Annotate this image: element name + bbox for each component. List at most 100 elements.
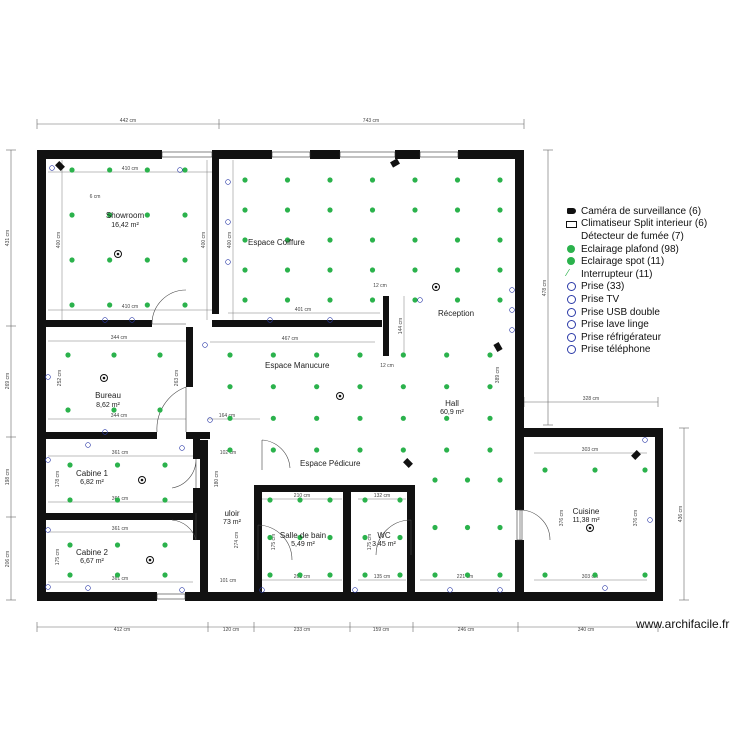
ceiling-light-icon bbox=[227, 352, 233, 358]
ceiling-light-icon bbox=[111, 352, 117, 358]
room-showroom-area: 16,42 m² bbox=[111, 222, 139, 229]
ceiling-light-icon bbox=[497, 524, 503, 531]
ceiling-light-icon bbox=[111, 407, 117, 413]
room-pedicure-name: Espace Pédicure bbox=[300, 459, 361, 468]
ceiling-light-icon bbox=[270, 352, 276, 358]
dim-couloir-101: 101 cm bbox=[220, 578, 236, 584]
dim-bureau-bottom: 344 cm bbox=[111, 413, 127, 419]
legend-label: Prise USB double bbox=[581, 306, 660, 318]
dim-left-3: 198 cm bbox=[5, 469, 11, 485]
ceiling-light-icon bbox=[464, 477, 471, 483]
ceiling-light-icon bbox=[369, 207, 376, 213]
ceiling-light-icon bbox=[284, 267, 291, 273]
ceiling-light-icon bbox=[327, 297, 333, 303]
outlet-icon bbox=[129, 317, 135, 323]
ceiling-light-icon bbox=[267, 534, 273, 541]
ceiling-light-icon bbox=[270, 415, 276, 421]
ceiling-light-icon bbox=[270, 447, 276, 453]
ceiling-light-icon bbox=[362, 534, 368, 541]
legend-label: Prise lave linge bbox=[581, 319, 649, 331]
spotlight-icon bbox=[336, 392, 344, 400]
ceiling-light-icon bbox=[162, 462, 168, 468]
ceiling-light-icon bbox=[114, 462, 121, 468]
legend-item-washer-outlet: Prise lave linge bbox=[566, 318, 716, 331]
legend-item-spotlight: Eclairage spot (11) bbox=[566, 255, 716, 268]
outlet-icon bbox=[45, 457, 51, 463]
outlet-icon bbox=[259, 587, 265, 593]
room-cabine2-name: Cabine 2 bbox=[76, 548, 109, 557]
tv-outlet-icon bbox=[566, 294, 577, 305]
ceiling-light-icon bbox=[297, 534, 303, 541]
ceiling-light-icon bbox=[444, 447, 450, 453]
dim-wc-bottom: 135 cm bbox=[374, 574, 390, 580]
spotlight-icon bbox=[146, 556, 154, 564]
ceiling-light-icon bbox=[69, 302, 75, 308]
dim-bottom-6: 340 cm bbox=[578, 627, 594, 633]
ceiling-light-icon bbox=[497, 572, 503, 578]
switch-icon: ⁄ bbox=[567, 267, 569, 279]
ceiling-light-icon bbox=[242, 297, 248, 303]
dim-wc-top: 132 cm bbox=[374, 493, 390, 499]
ceiling-light-icon bbox=[497, 297, 503, 303]
ceiling-light-icon bbox=[487, 415, 493, 421]
outlet-icon bbox=[179, 445, 185, 451]
camera-icon bbox=[390, 158, 400, 168]
outlet-icon bbox=[327, 317, 333, 323]
ceiling-light-icon bbox=[242, 237, 248, 243]
legend-label: Climatiseur Split interieur (6) bbox=[581, 218, 708, 230]
air-conditioner-icon bbox=[566, 218, 577, 229]
ceiling-light-icon bbox=[314, 384, 320, 390]
room-wc-name: WC bbox=[377, 531, 391, 540]
ceiling-light-icon bbox=[69, 212, 75, 218]
dim-coiffure-bottom: 401 cm bbox=[295, 307, 311, 313]
ceiling-light-icon bbox=[144, 257, 150, 263]
outlet-icon bbox=[267, 317, 273, 323]
ceiling-light-icon bbox=[400, 384, 406, 390]
dim-bottom-2: 120 cm bbox=[223, 627, 239, 633]
ceiling-light-icon bbox=[400, 447, 406, 453]
ceiling-light-icon bbox=[314, 352, 320, 358]
outlet-icon bbox=[225, 219, 231, 225]
spotlight-center-icon bbox=[148, 558, 152, 562]
dim-cab2-side: 175 cm bbox=[55, 549, 61, 565]
smoke-detector-icon bbox=[566, 231, 577, 242]
legend-item-tv-outlet: Prise TV bbox=[566, 293, 716, 306]
legend-label: Caméra de surveillance (6) bbox=[581, 205, 702, 217]
outlet-icon bbox=[45, 374, 51, 380]
spotlight-center-icon bbox=[102, 376, 106, 380]
ceiling-light-icon bbox=[144, 167, 150, 173]
legend-item-outlet: Prise (33) bbox=[566, 281, 716, 294]
ceiling-light-icon bbox=[67, 572, 73, 578]
legend-label: Prise réfrigérateur bbox=[581, 331, 662, 343]
ceiling-light-icon bbox=[327, 534, 333, 541]
ceiling-light-icon bbox=[327, 207, 333, 213]
ceiling-light-icon bbox=[412, 237, 418, 243]
dim-hall-bottom: 221 cm bbox=[457, 574, 473, 580]
dim-cab2-bottom: 361 cm bbox=[112, 576, 128, 582]
dim-sdb-bottom: 208 cm bbox=[294, 574, 310, 580]
ceiling-light-icon bbox=[542, 467, 548, 473]
dim-right-step: 328 cm bbox=[583, 396, 599, 402]
room-cuisine-area: 11,38 m² bbox=[572, 517, 600, 524]
dim-left-1: 431 cm bbox=[5, 230, 11, 246]
legend-label: Prise téléphone bbox=[581, 344, 651, 356]
dim-top-1: 442 cm bbox=[120, 118, 136, 124]
spotlight-icon bbox=[432, 283, 440, 291]
outlet-icon bbox=[647, 517, 653, 523]
ceiling-light-icon bbox=[182, 302, 188, 308]
ceiling-light-icon bbox=[284, 177, 291, 183]
dim-bureau-top: 344 cm bbox=[111, 335, 127, 341]
outlet-icon bbox=[45, 527, 51, 533]
ceiling-light-icon bbox=[107, 257, 113, 263]
spotlight-center-icon bbox=[338, 394, 342, 398]
usb-outlet-icon bbox=[566, 307, 577, 318]
ceiling-light-icon bbox=[369, 237, 376, 243]
ceiling-light-icon bbox=[642, 467, 648, 473]
ceiling-light-icon bbox=[157, 352, 163, 358]
ceiling-light-icon bbox=[65, 407, 71, 413]
phone-outlet-icon bbox=[566, 344, 577, 355]
dim-left-2: 269 cm bbox=[5, 373, 11, 389]
dim-showroom-right: 400 cm bbox=[201, 232, 207, 248]
ceiling-light-icon bbox=[432, 572, 438, 578]
